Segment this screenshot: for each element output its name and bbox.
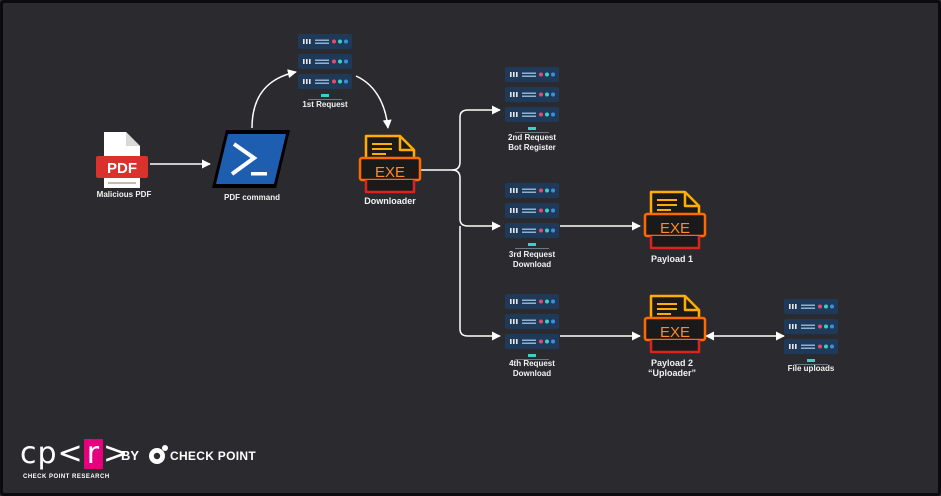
powershell-icon [212,130,290,188]
request3-line1: 3rd Request [508,250,556,259]
downloader-badge-text: EXE [375,164,405,181]
payload1-badge-text: EXE [660,220,690,237]
cpr-logo-right: > [103,436,130,471]
request3-line2: Download [512,260,552,269]
exe-file-icon-payload1: EXE [643,190,707,250]
by-text: BY [121,448,140,463]
server-icon-request4 [505,294,559,360]
malicious-pdf-label: Malicious PDF [96,190,152,199]
server-icon-request1 [298,34,352,100]
downloader-branch-lines [420,105,501,341]
server-icon-request3 [505,183,559,249]
request4-line2: Download [512,369,552,378]
arrow-command-to-request1 [251,69,297,129]
check-point-wordmark: CHECK POINT [170,449,256,463]
request2-label: 2nd Request Bot Register [508,133,556,153]
payload1-label: Payload 1 [650,254,694,264]
payload2-label: Payload 2 “Uploader” [648,358,696,378]
request4-label: 4th Request Download [509,359,555,379]
pdf-command-label: PDF command [223,193,281,202]
exe-file-icon-payload2: EXE [643,294,707,354]
server-icon-file-uploads [784,299,838,365]
request4-line1: 4th Request [509,359,555,368]
downloader-label: Downloader [364,196,416,206]
server-icon-request2 [505,67,559,133]
cpr-logo-r: r [83,439,104,469]
file-uploads-label: File uploads [787,364,835,373]
check-point-logo-icon [149,445,168,464]
pdf-file-icon: PDF [96,132,148,188]
payload2-line1: Payload 2 [650,358,694,368]
cpr-logo-left: cp< [20,436,84,471]
pdf-badge-text: PDF [107,160,137,177]
payload2-badge-text: EXE [660,324,690,341]
cpr-logo: cp<r> [20,438,129,470]
request3-label: 3rd Request Download [509,250,555,270]
brand-footer: cp<r> CHECK POINT RESEARCH BY CHECK POIN… [20,436,280,486]
payload2-line2: “Uploader” [647,368,697,378]
arrow-request1-to-downloader [355,75,392,129]
request1-label: 1st Request [302,100,348,109]
request2-line2: Bot Register [508,143,556,152]
cpr-subtitle: CHECK POINT RESEARCH [23,474,110,480]
exe-file-icon-downloader: EXE [358,134,422,194]
request2-line1: 2nd Request [507,133,557,142]
